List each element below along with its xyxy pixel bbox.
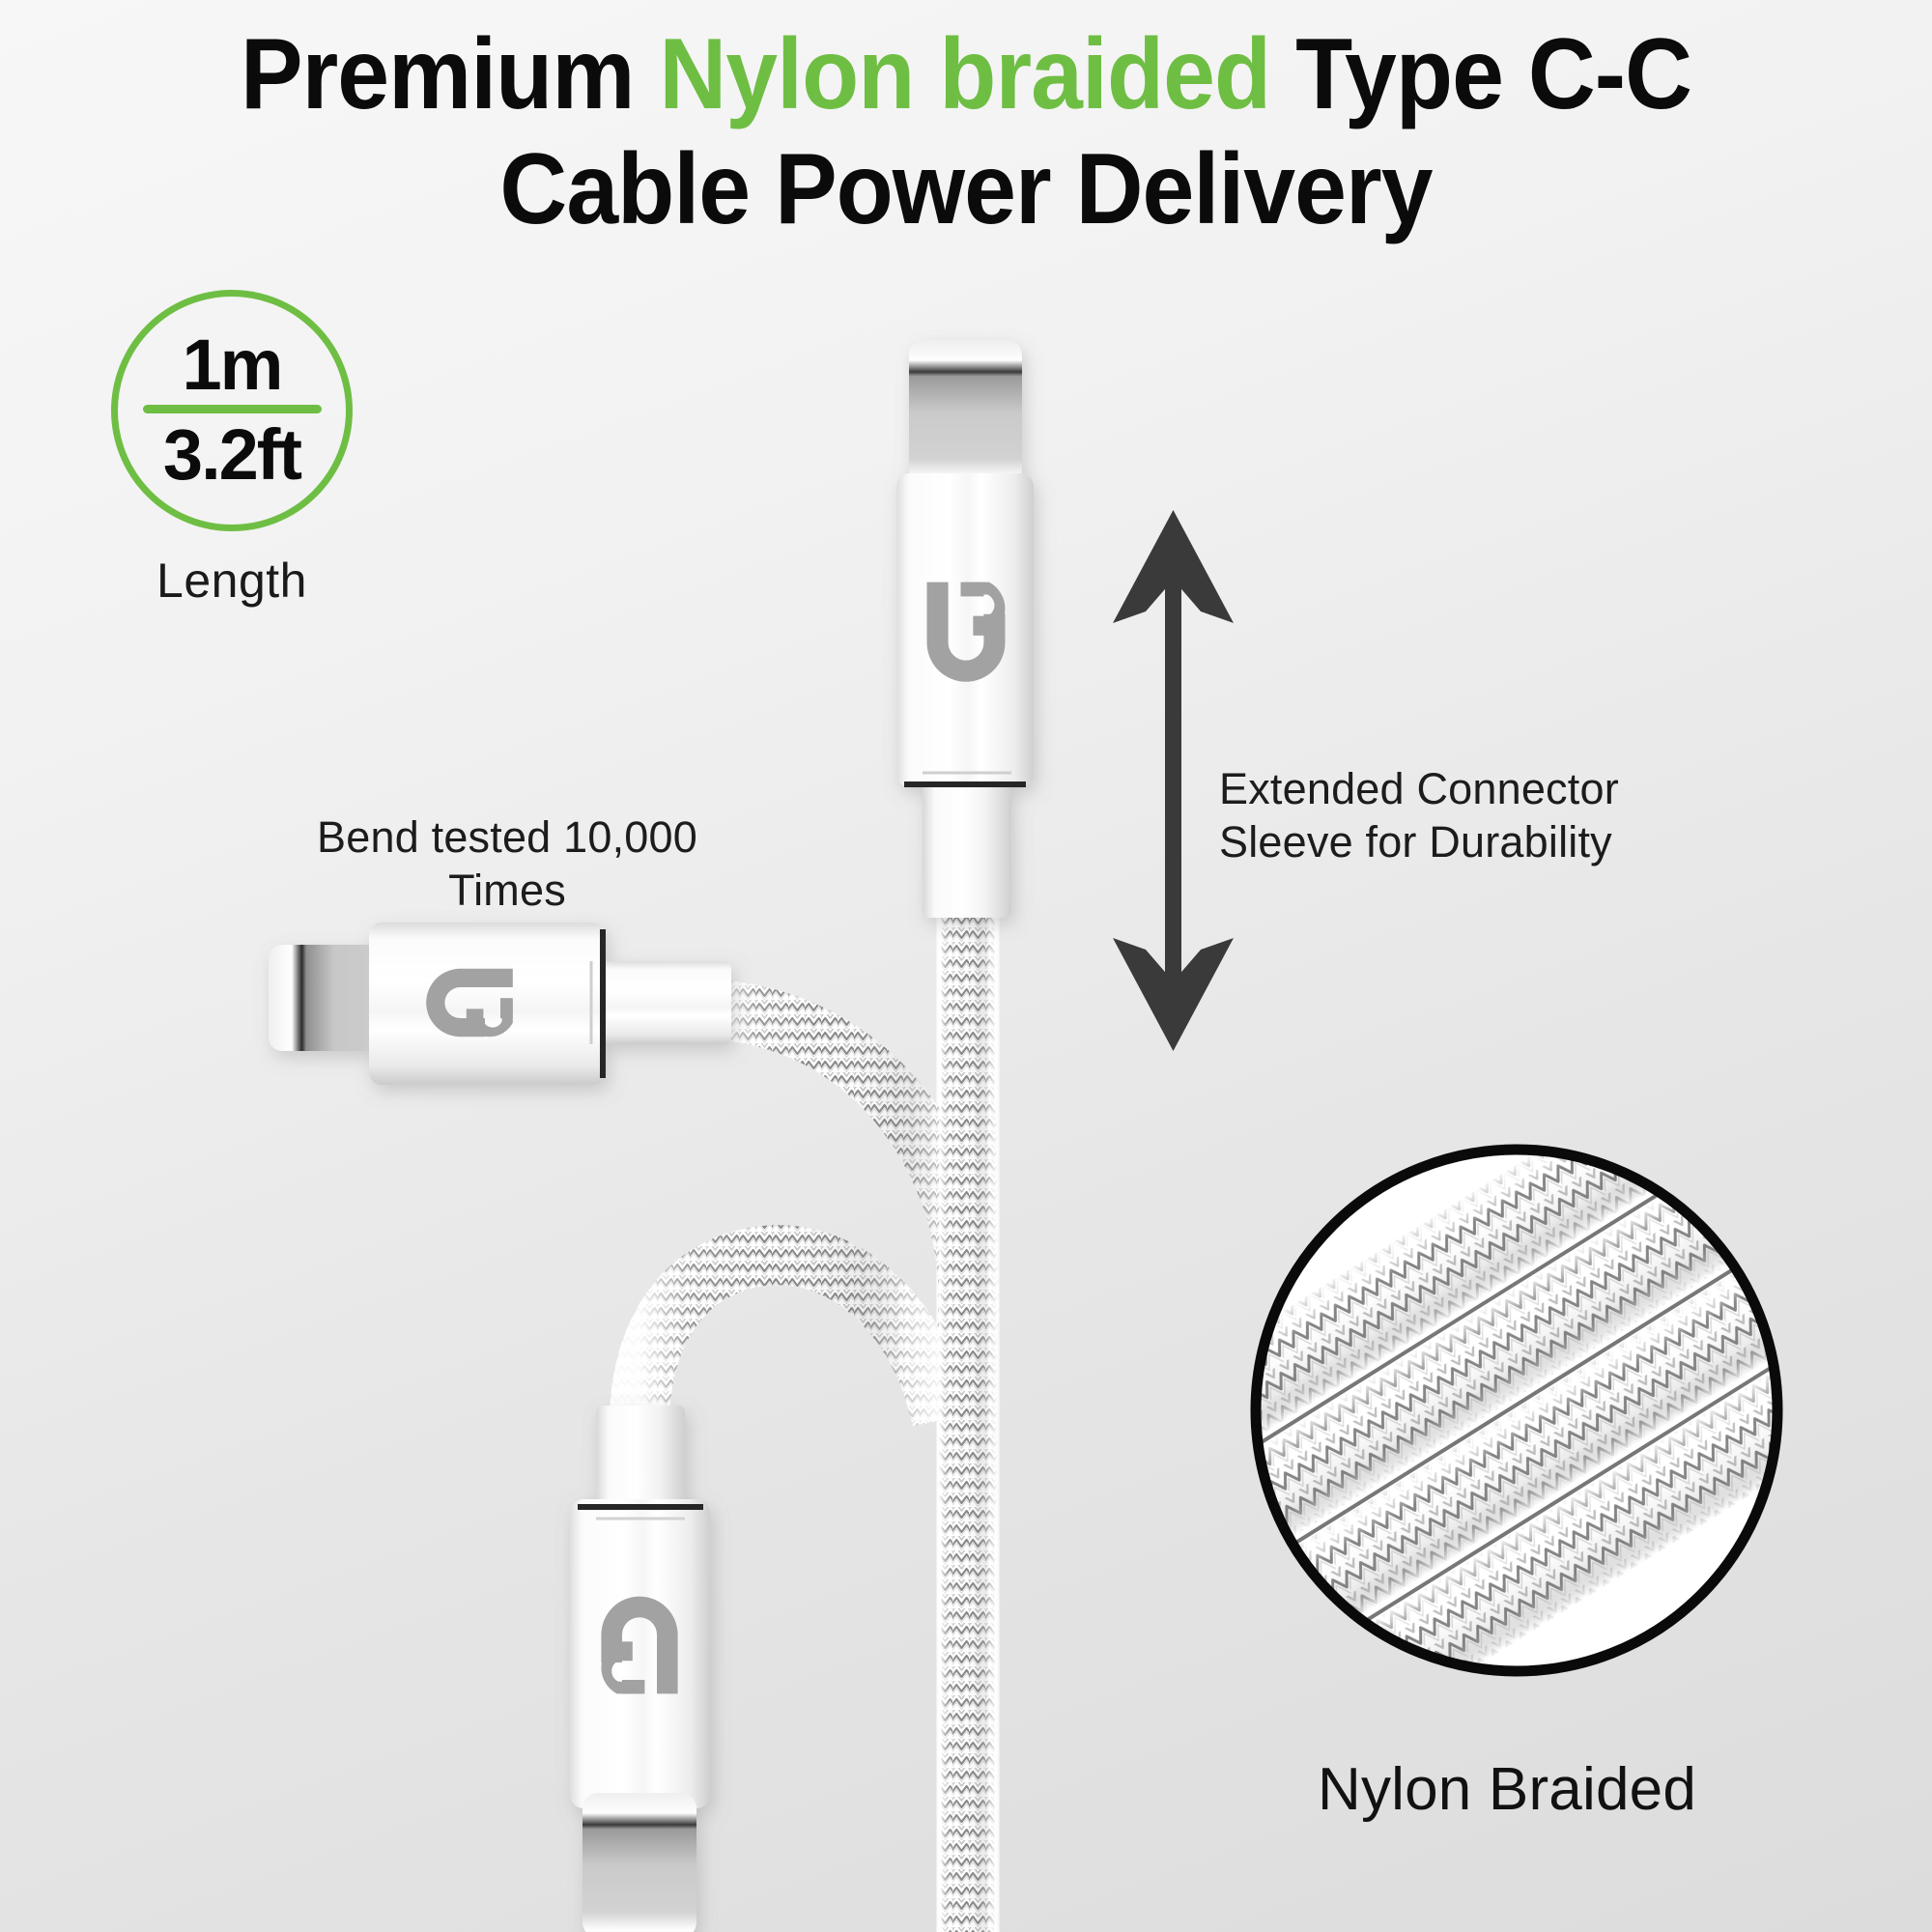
length-badge: 1m 3.2ft Length — [92, 290, 372, 609]
arrow-head-up — [1113, 510, 1234, 623]
length-badge-caption: Length — [156, 554, 307, 608]
nylon-braided-caption: Nylon Braided — [1317, 1756, 1697, 1823]
bent-braided-cable — [609, 980, 999, 1531]
sleeve-length-arrow — [1113, 510, 1234, 1051]
connector-bottom-sleeve — [570, 1499, 710, 1808]
connector-top-metal-tip — [909, 340, 1022, 485]
length-badge-circle: 1m 3.2ft — [111, 290, 353, 531]
connector-left — [269, 923, 731, 1085]
title-highlight-nylon-braided: Nylon braided — [659, 18, 1271, 130]
length-metric: 1m — [182, 325, 284, 406]
connector-top-strain-relief — [923, 773, 1011, 918]
bend-test-label: Bend tested 10,000 Times — [227, 811, 787, 918]
connector-top — [896, 340, 1034, 918]
title-part-premium: Premium — [241, 18, 660, 130]
title-part-typecc: Type C-C — [1270, 18, 1692, 130]
arrow-head-down — [1113, 938, 1234, 1051]
nylon-braid-detail-circle — [1250, 1144, 1783, 1677]
connector-bottom-metal-tip — [582, 1793, 696, 1932]
connector-left-sleeve — [369, 923, 605, 1085]
extended-sleeve-label: Extended Connector Sleeve for Durability — [1219, 763, 1760, 869]
vertical-cable-overlap-front — [939, 1111, 997, 1507]
title-line-1: Premium Nylon braided Type C-C — [68, 17, 1864, 132]
length-imperial: 3.2ft — [162, 413, 302, 495]
connector-left-strain-relief — [591, 961, 731, 1044]
title-line-2: Cable Power Delivery — [499, 132, 1433, 245]
bend-test-line-1: Bend tested 10,000 — [317, 812, 697, 862]
connector-top-sleeve — [896, 473, 1034, 787]
sleeve-line-2: Sleeve for Durability — [1219, 816, 1612, 867]
sleeve-line-1: Extended Connector — [1219, 764, 1619, 813]
badge-divider-rule — [142, 404, 322, 413]
bend-test-line-2: Times — [448, 865, 566, 915]
connector-bottom — [570, 1406, 710, 1932]
page-title: Premium Nylon braided Type C-C Cable Pow… — [68, 17, 1864, 246]
